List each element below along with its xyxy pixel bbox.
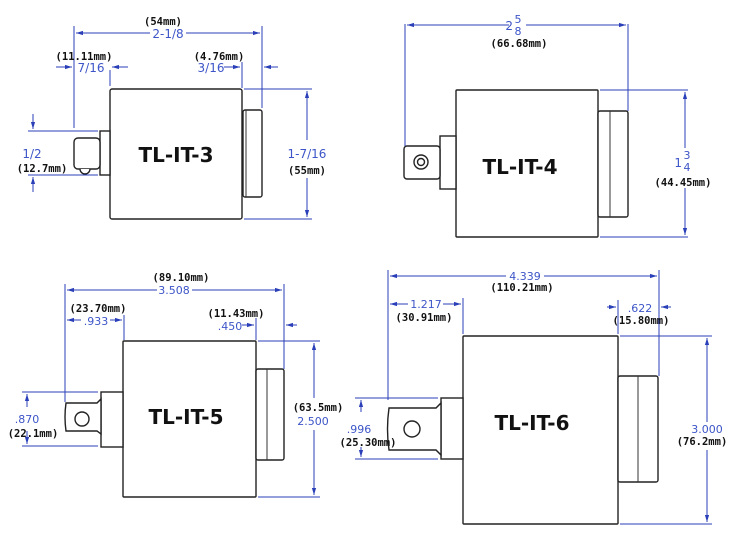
drive-shoulder [100,391,124,448]
drawing-tl-it-6: TL-IT-6 4.339 (110.21mm) 1.217 (30.91mm)… [340,270,728,525]
model-label: TL-IT-6 [494,411,569,435]
drive-size-value: 1/2 [22,147,41,161]
drive-shoulder [99,130,111,176]
overall-length-fraction: 2 5 8 [505,13,521,38]
drive-size-value: .870 [15,413,40,426]
drive-size-value: .996 [347,423,372,436]
detent-ball [416,157,426,167]
rear-length-mm: (4.76mm) [194,51,245,63]
overall-length-mm: (66.68mm) [491,38,548,50]
detent-ball [79,168,91,175]
body-height-mm: (44.45mm) [655,177,712,189]
detent-ball [403,420,421,438]
body-height-denominator: 4 [684,161,691,174]
body-height-value: 3.000 [691,423,723,436]
drive-size-mm: (12.7mm) [17,163,68,175]
body-height-value: 2.500 [297,415,329,428]
body-height-whole: 1 [674,156,682,170]
model-label: TL-IT-5 [148,405,223,429]
body-height-fraction: 1 3 4 [674,149,690,174]
drive-length-value: .933 [84,315,109,328]
overall-length-numerator: 5 [515,13,522,26]
overall-length-value: 2-1/8 [152,27,183,41]
rear-length-mm: (15.80mm) [613,315,670,327]
body-height-mm: (63.5mm) [293,402,344,414]
square-drive [73,137,101,170]
rear-length-value: .450 [218,320,243,333]
body-height-value: 1-7/16 [288,147,327,161]
overall-length-mm: (110.21mm) [490,282,553,294]
drive-length-mm: (23.70mm) [70,303,127,315]
rear-length-mm: (11.43mm) [208,308,265,320]
drive-size-mm: (25.30mm) [340,437,397,449]
drive-shoulder [439,135,457,190]
body-height-mm: (55mm) [288,165,326,177]
drawing-tl-it-4: TL-IT-4 2 5 8 (66.68mm) 1 3 4 (44.45mm) [403,13,712,238]
overall-length-denominator: 8 [515,25,522,38]
drive-length-value: 7/16 [78,61,105,75]
drive-length-mm: (11.11mm) [56,51,113,63]
overall-length-value: 3.508 [158,284,190,297]
overall-length-mm: (89.10mm) [153,272,210,284]
detent-ball [74,411,90,427]
rear-length-value: .622 [628,302,653,315]
rear-length-value: 3/16 [198,61,225,75]
drawing-tl-it-5: TL-IT-5 3.508 (89.10mm) .933 (23.70mm) .… [8,272,344,498]
drive-length-mm: (30.91mm) [396,312,453,324]
overall-length-mm: (54mm) [144,16,182,28]
model-label: TL-IT-4 [482,155,557,179]
drive-shoulder [440,397,464,460]
drive-size-mm: (22.1mm) [8,428,59,440]
overall-length-whole: 2 [505,19,513,33]
body-height-numerator: 3 [684,149,691,162]
rear-collar [255,368,285,461]
overall-length-value: 4.339 [509,270,541,283]
drive-length-value: 1.217 [410,298,442,311]
rear-collar [242,109,263,198]
model-label: TL-IT-3 [138,143,213,167]
body-height-mm: (76.2mm) [677,436,728,448]
rear-collar [597,110,629,218]
drawing-tl-it-3: TL-IT-3 2-1/8 (54mm) 7/16 (11.11mm) 3/16… [17,16,327,220]
